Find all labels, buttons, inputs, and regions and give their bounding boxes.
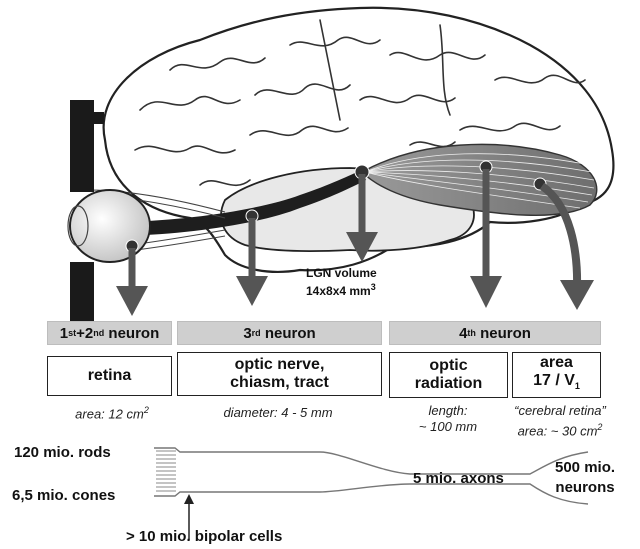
axons-count-label: 5 mio. axons <box>413 470 504 487</box>
lgn-volume-line1: LGN volume <box>306 266 377 280</box>
area17-box: area 17 / V1 <box>512 352 601 398</box>
bipolar-count-label: > 10 mio. bipolar cells <box>126 528 282 545</box>
convergence-funnel <box>154 448 588 504</box>
cerebral-retina-note: “cerebral retina” area: ~ 30 cm2 <box>498 403 622 439</box>
optic-nerve-box: optic nerve, chiasm, tract <box>177 352 382 396</box>
radiation-length-note: length: ~ 100 mm <box>398 403 498 435</box>
skull-bone-upper <box>70 100 94 192</box>
neurons-count-label: 500 mio. neurons <box>555 458 615 498</box>
photoreceptor-comb <box>156 451 176 491</box>
retina-box: retina <box>47 356 172 396</box>
nerve-diameter-note: diameter: 4 - 5 mm <box>188 405 368 420</box>
lgn-volume-line2: 14x8x4 mm3 <box>306 280 377 298</box>
optic-radiation-box: optic radiation <box>389 352 508 398</box>
lgn-volume-label: LGN volume 14x8x4 mm3 <box>306 266 377 298</box>
eyeball <box>70 190 150 262</box>
retina-area-note: area: 12 cm2 <box>62 405 162 421</box>
skull-bone-lower <box>70 262 94 322</box>
rods-count-label: 120 mio. rods <box>14 444 111 461</box>
cones-count-label: 6,5 mio. cones <box>12 487 115 504</box>
